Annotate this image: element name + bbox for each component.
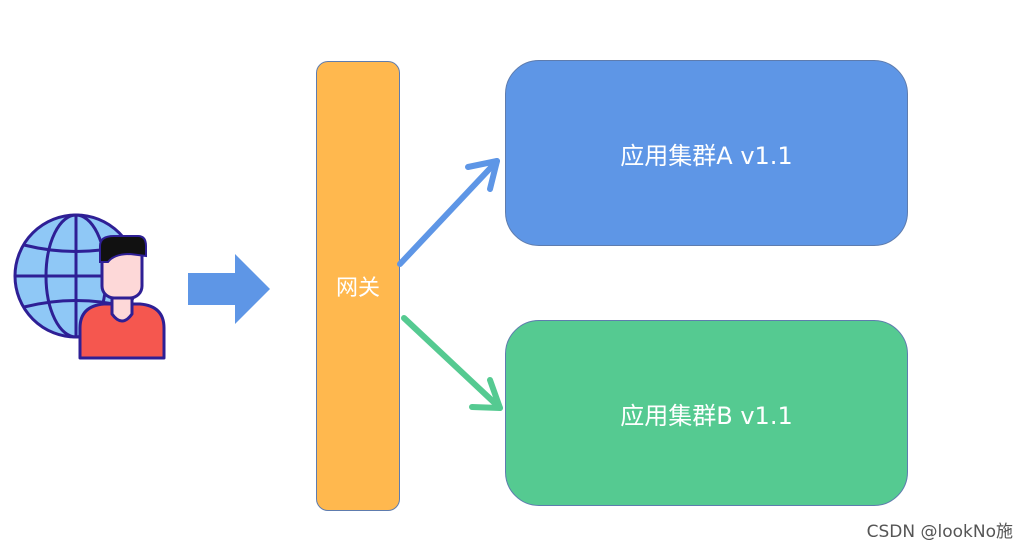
user-with-globe-icon (13, 213, 166, 360)
gateway-node: 网关 (316, 61, 400, 511)
watermark: CSDN @lookNo施 (866, 522, 1013, 542)
arrow-to-cluster-a (397, 158, 500, 267)
cluster-b-node: 应用集群B v1.1 (505, 320, 908, 506)
cluster-a-node: 应用集群A v1.1 (505, 60, 908, 246)
cluster-a-label: 应用集群A v1.1 (620, 141, 793, 170)
arrow-to-cluster-b (401, 315, 503, 411)
gateway-label: 网关 (335, 276, 380, 301)
cluster-b-label: 应用集群B v1.1 (620, 401, 793, 430)
right-arrow-icon (188, 254, 270, 324)
person-icon (78, 235, 166, 360)
